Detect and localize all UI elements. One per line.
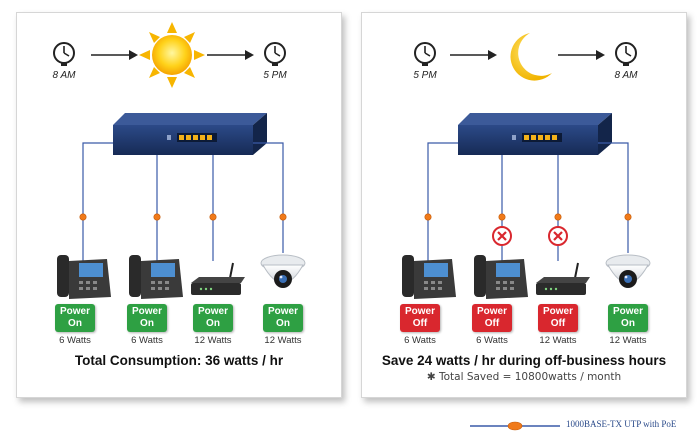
arrow-right-icon — [450, 50, 497, 60]
start-time-label: 5 PM — [413, 70, 437, 81]
device-wattage: 6 Watts — [404, 335, 436, 346]
night-schedule-panel: 5 PM 8 AM Power Off Power Off Power Off … — [361, 12, 687, 398]
end-time-label: 5 PM — [263, 70, 287, 81]
device-wattage: 6 Watts — [59, 335, 91, 346]
badge-line1: Power — [267, 306, 298, 317]
device-wattage: 6 Watts — [131, 335, 163, 346]
power-status-badge: Power On — [263, 304, 303, 332]
clock-icon — [414, 42, 436, 66]
start-time-label: 8 AM — [52, 70, 76, 81]
badge-line1: Power — [197, 306, 228, 317]
device-wattage: 6 Watts — [476, 335, 508, 346]
badge-line2: Off — [550, 318, 566, 329]
poe-injector-markers — [424, 213, 632, 221]
sun-icon — [139, 22, 205, 88]
day-network-diagram — [53, 22, 306, 299]
total-consumption-headline: Total Consumption: 36 watts / hr — [74, 353, 284, 368]
badge-line2: On — [140, 318, 154, 329]
power-status-badge: Power On — [608, 304, 648, 332]
badge-line2: On — [68, 318, 82, 329]
wireless-access-point-icon — [191, 262, 245, 295]
power-status-badge: Power Off — [400, 304, 440, 332]
clock-icon — [53, 42, 75, 66]
ip-phone-icon — [57, 255, 111, 299]
legend-label: 1000BASE-TX UTP with PoE — [566, 419, 677, 429]
badge-line1: Power — [612, 306, 643, 317]
arrow-right-icon — [91, 50, 138, 60]
badge-line2: Off — [412, 318, 428, 329]
dome-camera-icon — [260, 254, 306, 288]
utp-cable-legend-icon — [470, 421, 560, 431]
poe-injector-markers — [79, 213, 287, 221]
badge-line2: Off — [484, 318, 500, 329]
badge-line1: Power — [542, 306, 573, 317]
arrow-right-icon — [207, 50, 254, 60]
device-wattage: 12 Watts — [609, 335, 647, 346]
arrow-right-icon — [558, 50, 605, 60]
clock-icon — [615, 42, 637, 66]
power-status-badge: Power On — [55, 304, 95, 332]
end-time-label: 8 AM — [614, 70, 638, 81]
badge-line1: Power — [59, 306, 90, 317]
day-schedule-panel: 8 AM 5 PM Power On Power On Power On Pow… — [16, 12, 342, 398]
night-network-diagram — [402, 33, 651, 299]
savings-headline: Save 24 watts / hr during off-business h… — [381, 353, 667, 368]
ip-phone-icon — [474, 255, 528, 299]
badge-line1: Power — [131, 306, 162, 317]
monthly-savings-note: ✱ Total Saved = 10800watts / month — [426, 371, 622, 383]
dome-camera-icon — [605, 254, 651, 288]
clock-icon — [264, 42, 286, 66]
utp-cables — [82, 142, 284, 261]
power-status-badge: Power Off — [472, 304, 512, 332]
device-wattage: 12 Watts — [264, 335, 302, 346]
poe-switch — [458, 113, 612, 155]
power-cut-icon — [492, 226, 512, 246]
badge-line1: Power — [476, 306, 507, 317]
badge-line2: On — [621, 318, 635, 329]
utp-cables — [427, 142, 629, 261]
moon-icon — [510, 33, 552, 81]
power-status-badge: Power Off — [538, 304, 578, 332]
badge-line2: On — [206, 318, 220, 329]
device-wattage: 12 Watts — [539, 335, 577, 346]
power-status-badge: Power On — [127, 304, 167, 332]
ip-phone-icon — [402, 255, 456, 299]
wireless-access-point-icon — [536, 262, 590, 295]
badge-line2: On — [276, 318, 290, 329]
power-cut-icon — [548, 226, 568, 246]
poe-switch — [113, 113, 267, 155]
ip-phone-icon — [129, 255, 183, 299]
badge-line1: Power — [404, 306, 435, 317]
cable-legend: 1000BASE-TX UTP with PoE — [470, 418, 700, 434]
device-wattage: 12 Watts — [194, 335, 232, 346]
power-status-badge: Power On — [193, 304, 233, 332]
